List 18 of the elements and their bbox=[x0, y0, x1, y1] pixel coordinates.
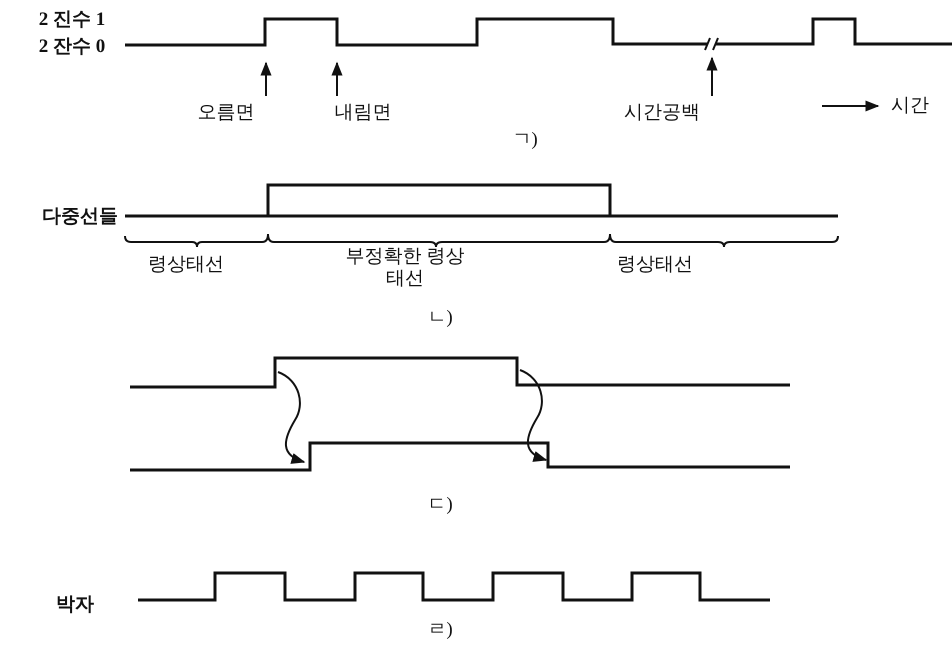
interval-label: 령상태선 bbox=[617, 254, 693, 276]
level-label: 2 잔수 0 bbox=[38, 36, 106, 58]
signal-label: 다중선들 bbox=[42, 206, 118, 228]
interval-label: 부정확한 령상태선 bbox=[345, 246, 465, 290]
leader-arrow bbox=[331, 62, 343, 96]
level-label: 2 진수 1 bbox=[38, 9, 106, 31]
panel-label: ㄴ) bbox=[427, 307, 453, 329]
panel-label: ㄷ) bbox=[427, 494, 453, 516]
panel-label: ㄱ) bbox=[512, 129, 538, 151]
panel-label: ㄹ) bbox=[427, 619, 453, 641]
leader-arrow bbox=[260, 62, 272, 96]
axis-label: 시간 bbox=[891, 95, 929, 117]
leader-arrow bbox=[706, 56, 718, 96]
leader-label: 시간공백 bbox=[624, 102, 700, 124]
leader-label: 오름면 bbox=[198, 102, 254, 124]
leader-label: 내림면 bbox=[334, 102, 392, 124]
signal-label: 박자 bbox=[56, 594, 94, 616]
interval-label: 령상태선 bbox=[148, 254, 224, 276]
